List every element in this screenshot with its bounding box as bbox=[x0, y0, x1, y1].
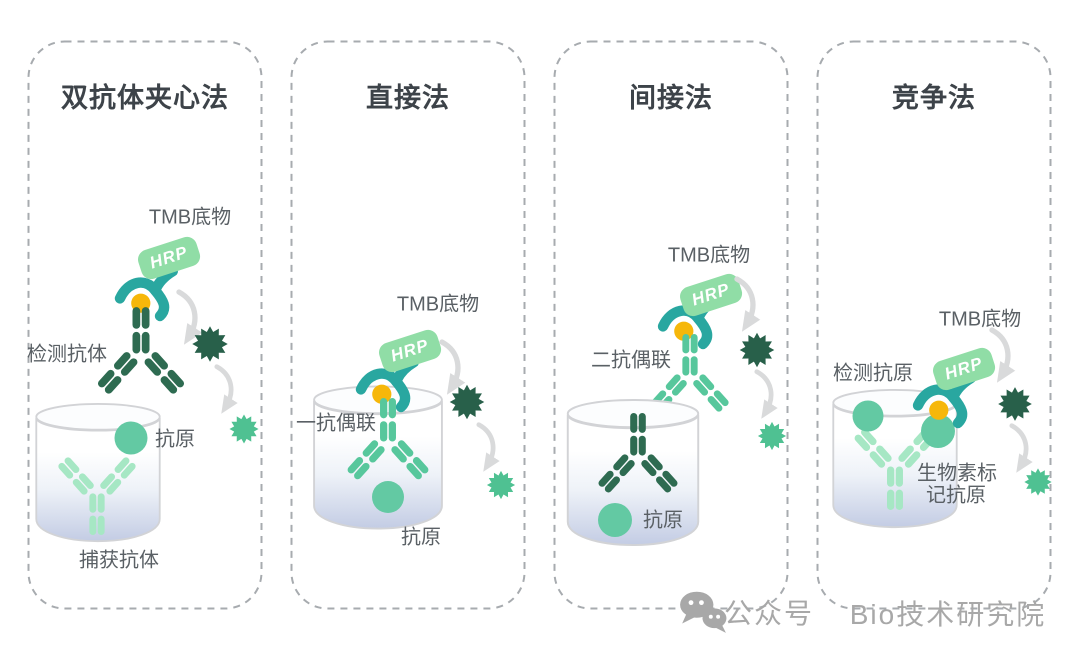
biotin-antigen-label-line2: 记抗原 bbox=[926, 484, 986, 507]
tmb-substrate-label: TMB底物 bbox=[396, 293, 480, 316]
reaction-arrow-icon bbox=[744, 366, 785, 422]
substrate-dark-star-icon bbox=[738, 331, 776, 369]
primary-conjugate-label: 一抗偶联 bbox=[296, 412, 376, 435]
watermark-brand: Bio技术研究院 bbox=[849, 599, 1047, 630]
antigen-ball bbox=[598, 503, 632, 537]
substrate-light-star-icon bbox=[486, 470, 517, 501]
antigen-label: 抗原 bbox=[155, 428, 195, 451]
detection-antibody-label: 检测抗体 bbox=[27, 343, 107, 366]
capture-antibody-icon bbox=[54, 446, 140, 538]
panel-title: 双抗体夹心法 bbox=[61, 83, 229, 113]
detection-antigen-ball bbox=[852, 400, 884, 432]
panel-indirect-elisa: 间接法 TMB底物 HRP 二抗偶联 抗原 bbox=[553, 40, 789, 610]
tmb-substrate-label: TMB底物 bbox=[938, 308, 1022, 331]
tmb-substrate-label: TMB底物 bbox=[667, 244, 751, 267]
reaction-arrow-icon bbox=[722, 274, 767, 335]
substrate-dark-star-icon bbox=[997, 386, 1034, 423]
primary-antibody-icon bbox=[343, 395, 433, 491]
panel-title: 直接法 bbox=[366, 83, 450, 113]
panel-sandwich-elisa: 双抗体夹心法 TMB底物 HRP 检测抗体 抗原 捕获抗体 bbox=[27, 40, 263, 610]
reaction-arrow-icon bbox=[204, 361, 245, 417]
panel-title: 间接法 bbox=[629, 83, 713, 113]
tmb-substrate-label: TMB底物 bbox=[148, 206, 232, 229]
panel-title: 竞争法 bbox=[892, 83, 976, 113]
panel-competitive-elisa: 竞争法 TMB底物 检测抗原 HRP 生物素标 记抗原 bbox=[816, 40, 1052, 610]
antigen-label: 抗原 bbox=[401, 526, 441, 549]
watermark-label: 公众号 bbox=[723, 598, 815, 629]
primary-antibody-icon bbox=[594, 410, 682, 504]
substrate-dark-star-icon bbox=[191, 325, 230, 364]
panel-dashed-border bbox=[27, 40, 263, 610]
wechat-icon bbox=[678, 590, 728, 634]
detection-antigen-label: 检测抗原 bbox=[833, 362, 913, 385]
substrate-light-star-icon bbox=[1023, 467, 1053, 497]
panel-dashed-border bbox=[553, 40, 789, 610]
antigen-ball bbox=[372, 481, 404, 513]
panel-dashed-border bbox=[816, 40, 1052, 610]
panel-direct-elisa: 直接法 TMB底物 HRP 一抗偶联 抗原 bbox=[290, 40, 526, 610]
reaction-arrow-icon bbox=[977, 325, 1022, 386]
biotin-antigen-label-line1: 生物素标 bbox=[917, 462, 997, 485]
antigen-label: 抗原 bbox=[643, 509, 683, 532]
substrate-light-star-icon bbox=[757, 421, 788, 452]
detection-antibody-icon bbox=[93, 304, 189, 406]
capture-antibody-label: 捕获抗体 bbox=[79, 549, 159, 572]
secondary-conjugate-label: 二抗偶联 bbox=[591, 349, 671, 372]
panel-dashed-border bbox=[290, 40, 526, 610]
reaction-arrow-icon bbox=[466, 419, 507, 475]
substrate-light-star-icon bbox=[228, 413, 260, 445]
substrate-dark-star-icon bbox=[448, 383, 486, 421]
antigen-ball bbox=[114, 421, 148, 455]
